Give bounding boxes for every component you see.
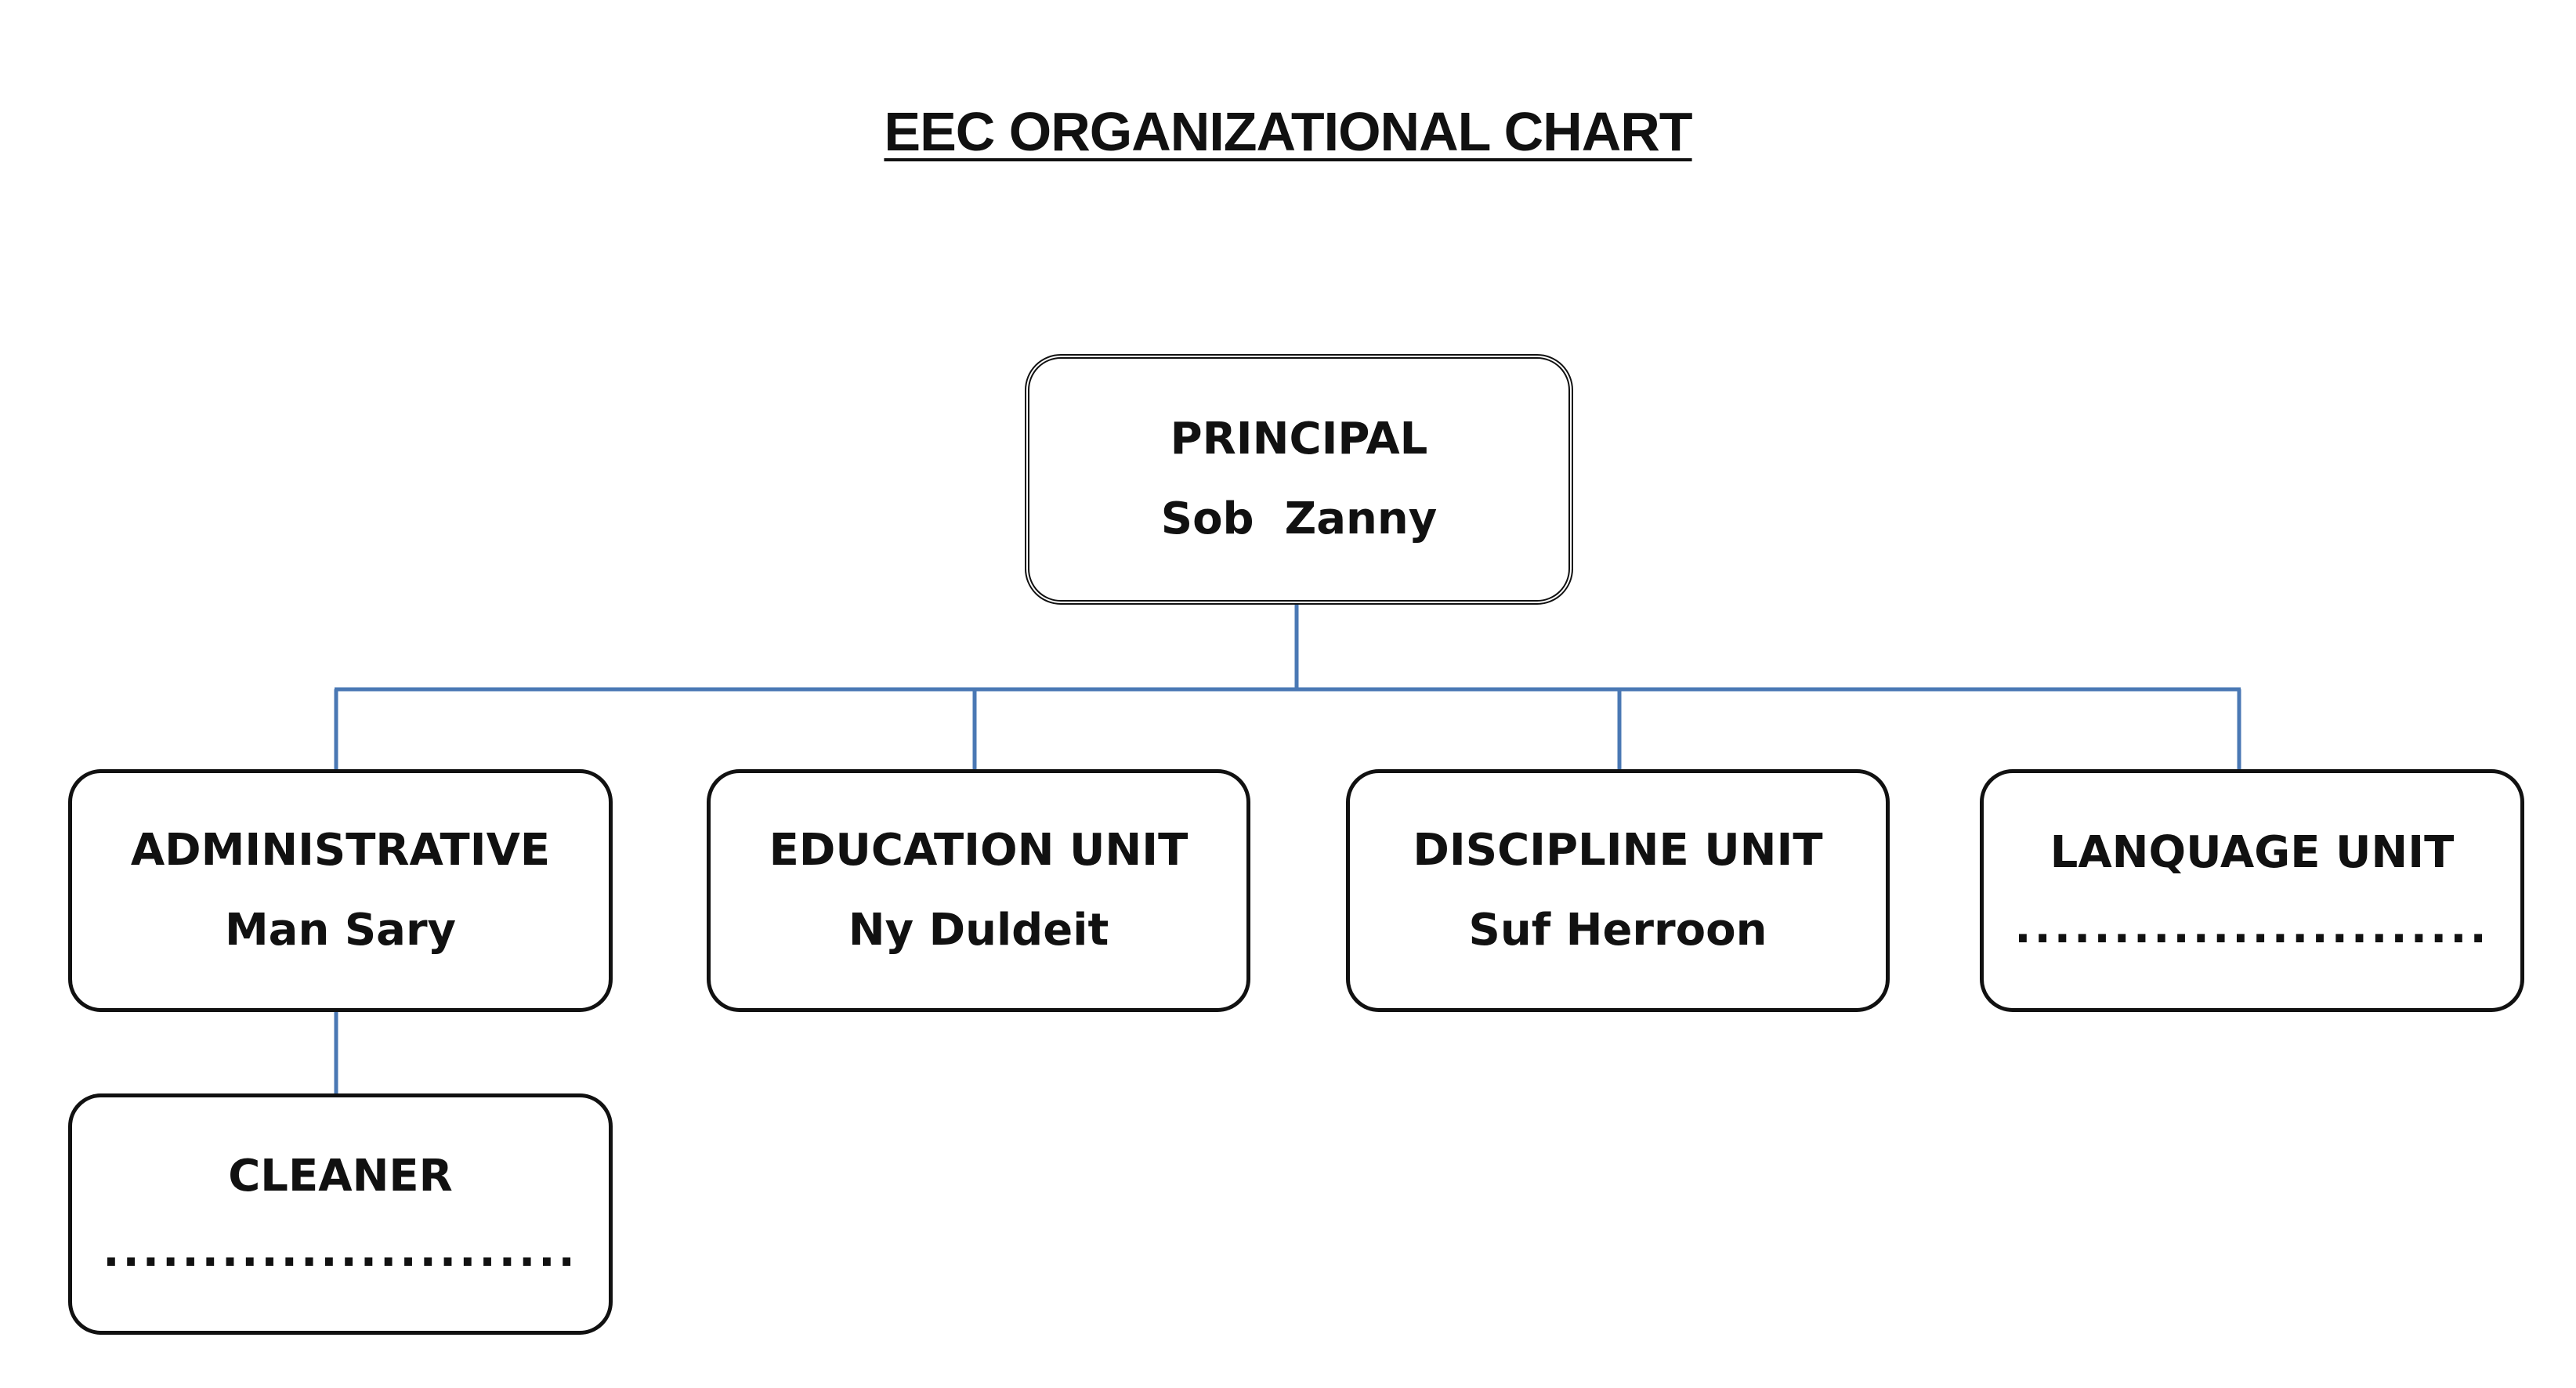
discipline-unit-role: DISCIPLINE UNIT (1413, 825, 1823, 876)
node-administrative: ADMINISTRATIVE Man Sary (68, 769, 613, 1012)
language-unit-role: LANQUAGE UNIT (2050, 827, 2455, 878)
cleaner-role: CLEANER (228, 1151, 453, 1202)
node-language-unit: LANQUAGE UNIT ........................ (1980, 769, 2524, 1012)
education-unit-name: Ny Duldeit (848, 905, 1109, 956)
principal-role: PRINCIPAL (1170, 414, 1428, 464)
education-unit-role: EDUCATION UNIT (769, 825, 1189, 876)
discipline-unit-name: Suf Herroon (1468, 905, 1767, 956)
node-discipline-unit: DISCIPLINE UNIT Suf Herroon (1346, 769, 1890, 1012)
principal-name: Sob Zanny (1160, 493, 1438, 544)
node-education-unit: EDUCATION UNIT Ny Duldeit (707, 769, 1250, 1012)
chart-title: EEC ORGANIZATIONAL CHART (884, 101, 1692, 162)
language-unit-name-placeholder: ........................ (2014, 902, 2490, 953)
cleaner-name-placeholder: ........................ (103, 1226, 578, 1277)
node-principal: PRINCIPAL Sob Zanny (1025, 354, 1573, 605)
administrative-role: ADMINISTRATIVE (130, 825, 551, 876)
administrative-name: Man Sary (224, 905, 457, 956)
node-cleaner: CLEANER ........................ (68, 1093, 613, 1335)
